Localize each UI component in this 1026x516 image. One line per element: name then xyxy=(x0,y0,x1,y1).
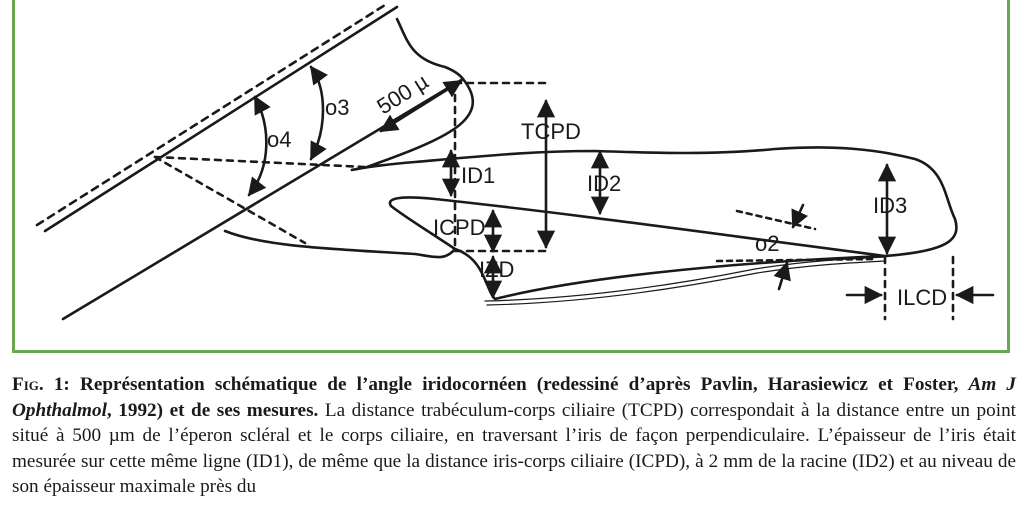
angle-bisector-dashed xyxy=(153,155,367,169)
caption-figure-number: Fig. 1: xyxy=(12,374,70,395)
figure-frame: o4 o3 500 µ TCPD ID1 ID2 ID3 ICPD IZD o2… xyxy=(12,0,1010,353)
label-id3: ID3 xyxy=(873,193,907,218)
label-tcpd: TCPD xyxy=(521,119,581,144)
label-icpd: ICPD xyxy=(433,215,486,240)
label-ilcd: ILCD xyxy=(897,285,947,310)
figure-caption: Fig. 1: Représentation schématique de l’… xyxy=(12,372,1016,500)
lens-double-line-2 xyxy=(486,260,886,306)
angle-recess-outline xyxy=(395,17,465,81)
o2-dashed-lower xyxy=(715,257,877,263)
caption-body: La distance trabéculum-corps ciliaire (T… xyxy=(12,399,1016,498)
label-izd: IZD xyxy=(479,257,514,282)
o3-arc xyxy=(309,65,328,161)
caption-reference-journal: Am J Ophthalmol xyxy=(12,374,1016,421)
caption-title: Représentation schématique de l’angle ir… xyxy=(69,374,969,395)
label-o3: o3 xyxy=(325,95,349,120)
o2-upper-arrow xyxy=(791,203,809,229)
o2-lower-arrow xyxy=(773,261,791,291)
cornea-outer-dashed-line xyxy=(35,3,387,227)
distance-500-arrow xyxy=(379,79,463,133)
label-o4: o4 xyxy=(267,127,291,152)
ciliary-body-outline xyxy=(350,77,958,301)
label-500-micron: 500 µ xyxy=(372,68,433,119)
o2-dashed-upper xyxy=(735,209,817,231)
label-id2: ID2 xyxy=(587,171,621,196)
lens-double-line xyxy=(484,256,886,302)
label-o2: o2 xyxy=(755,231,779,256)
o4-arc xyxy=(247,95,271,197)
anterior-chamber-curve xyxy=(223,229,457,259)
angle-lower-dashed xyxy=(153,155,307,245)
cornea-outer-line xyxy=(43,5,399,233)
caption-title-end: , 1992) et de ses mesures. xyxy=(106,399,319,421)
iridocorneal-angle-diagram: o4 o3 500 µ TCPD ID1 ID2 ID3 ICPD IZD o2… xyxy=(35,3,995,321)
label-id1: ID1 xyxy=(461,163,495,188)
